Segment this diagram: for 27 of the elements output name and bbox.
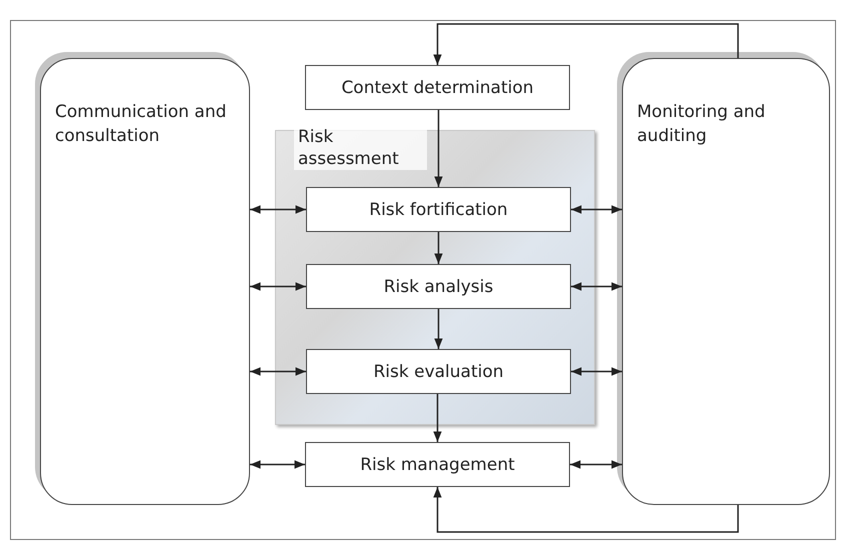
- arrow: [250, 460, 305, 469]
- arrow: [250, 205, 306, 214]
- arrow: [433, 487, 739, 533]
- node-label: Risk evaluation: [373, 362, 504, 382]
- process-box: [305, 442, 570, 487]
- node-label: Risk management: [360, 454, 515, 474]
- arrow: [250, 367, 306, 376]
- process-box: [306, 264, 571, 309]
- arrow: [571, 367, 622, 376]
- arrow: [434, 309, 443, 349]
- arrow: [434, 110, 443, 187]
- group-title: Risk assessment: [294, 126, 427, 170]
- process-box: [305, 65, 570, 110]
- arrow: [433, 23, 739, 65]
- arrow: [250, 282, 306, 291]
- process-box: [306, 349, 571, 394]
- arrow: [571, 282, 622, 291]
- arrow: [570, 460, 622, 469]
- node-label: Context determination: [341, 78, 534, 98]
- arrow: [571, 205, 622, 214]
- node-label: Communication and consultation: [55, 102, 226, 146]
- node-label: Risk fortification: [369, 200, 508, 220]
- node-label: Monitoring and auditing: [637, 102, 766, 146]
- process-box: [306, 187, 571, 232]
- arrow: [433, 394, 442, 442]
- arrow: [434, 232, 443, 264]
- node-label: Risk analysis: [384, 276, 494, 296]
